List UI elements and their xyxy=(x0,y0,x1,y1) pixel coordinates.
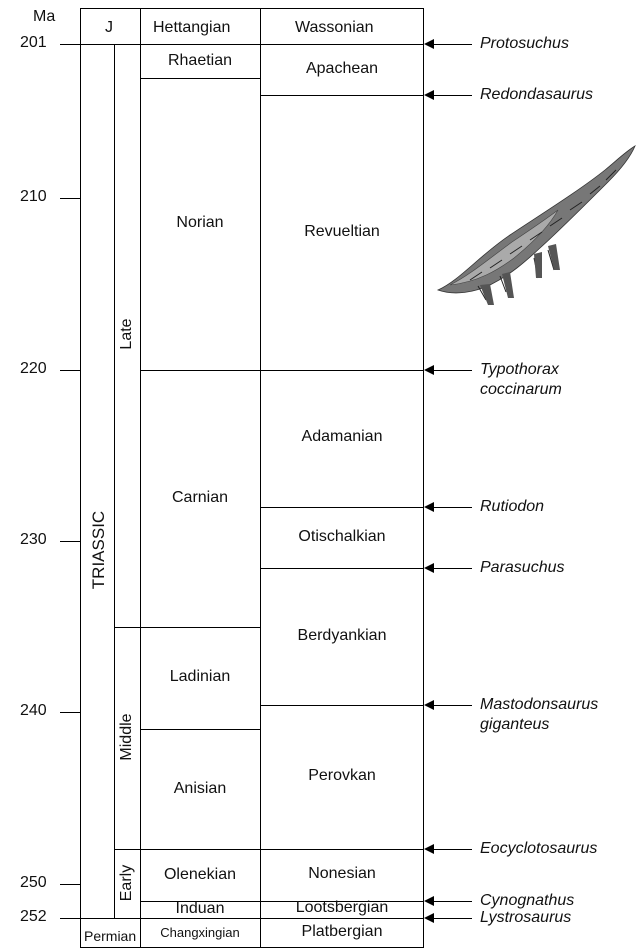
stage-label: Carnian xyxy=(140,489,260,507)
axis-tick-label: 201 xyxy=(20,34,47,52)
stage-label: Olenekian xyxy=(140,866,260,884)
arrowhead-icon xyxy=(424,365,434,375)
lvf-boundary xyxy=(260,849,424,850)
stage-boundary xyxy=(140,370,260,371)
axis-tick-label: 230 xyxy=(20,531,47,549)
arrowhead-icon xyxy=(424,90,434,100)
axis-tick-label: 220 xyxy=(20,360,47,378)
taxon-arrow-line xyxy=(430,918,472,919)
lvf-label: Adamanian xyxy=(260,428,424,446)
jurassic-label: J xyxy=(105,19,113,37)
stage-label: Norian xyxy=(140,214,260,232)
axis-tick-label: 250 xyxy=(20,874,47,892)
lvf-boundary xyxy=(260,705,424,706)
frame-left xyxy=(80,8,81,948)
taxon-label-line: giganteus xyxy=(480,715,598,735)
taxon-arrow-line xyxy=(430,849,472,850)
stage-label: Anisian xyxy=(140,780,260,798)
taxon-label: Eocyclotosaurus xyxy=(480,839,597,859)
frame-bottom xyxy=(80,947,424,948)
axis-tick-label: 210 xyxy=(20,188,47,206)
taxon-arrow-line xyxy=(430,568,472,569)
hettangian-label: Hettangian xyxy=(153,19,230,37)
epoch-divider xyxy=(114,44,115,918)
taxon-label: Rutiodon xyxy=(480,497,544,517)
frame-top xyxy=(80,8,424,9)
stage-label: Rhaetian xyxy=(140,52,260,70)
lvf-label: Berdyankian xyxy=(260,627,424,645)
taxon-label-line: Typothorax xyxy=(480,360,562,380)
taxon-arrow-line xyxy=(430,901,472,902)
arrowhead-icon xyxy=(424,563,434,573)
taxon-label-line: Mastodonsaurus xyxy=(480,695,598,715)
stage-boundary xyxy=(140,78,260,79)
axis-tick xyxy=(60,198,80,199)
axis-unit-label: Ma xyxy=(33,8,55,26)
taxon-arrow-line xyxy=(430,370,472,371)
permian-label: Permian xyxy=(84,928,136,944)
taxon-label: Protosuchus xyxy=(480,34,569,54)
lvf-boundary xyxy=(260,370,424,371)
triassic-label: TRIASSIC xyxy=(89,500,109,600)
taxon-arrow-line xyxy=(430,507,472,508)
arrowhead-icon xyxy=(424,700,434,710)
boundary-201 xyxy=(60,44,424,45)
armored-aetosaur-illustration xyxy=(430,140,639,310)
stage-label: Changxingian xyxy=(140,925,260,940)
arrowhead-icon xyxy=(424,502,434,512)
axis-tick xyxy=(60,712,80,713)
taxon-arrow-line xyxy=(430,705,472,706)
epoch-label: Middle xyxy=(118,697,136,777)
axis-tick xyxy=(60,370,80,371)
stage-label: Ladinian xyxy=(140,668,260,686)
wassonian-label: Wassonian xyxy=(295,19,374,37)
lvf-label: Otischalkian xyxy=(260,528,424,546)
arrowhead-icon xyxy=(424,896,434,906)
axis-tick-label: 252 xyxy=(20,908,47,926)
period-divider xyxy=(140,8,141,948)
boundary-252 xyxy=(60,918,424,919)
lvf-label: Perovkan xyxy=(260,767,424,785)
arrowhead-icon xyxy=(424,39,434,49)
taxon-label: Redondasaurus xyxy=(480,85,593,105)
lvf-boundary xyxy=(260,507,424,508)
taxon-label-line: coccinarum xyxy=(480,380,562,400)
frame-right xyxy=(423,8,424,948)
arrowhead-icon xyxy=(424,913,434,923)
lvf-boundary xyxy=(260,568,424,569)
axis-tick xyxy=(60,884,80,885)
lvf-label: Nonesian xyxy=(260,865,424,883)
lvf-label: Revueltian xyxy=(260,223,424,241)
stage-divider xyxy=(260,8,261,948)
stage-boundary xyxy=(140,849,260,850)
epoch-label: Late xyxy=(118,294,136,374)
taxon-arrow-line xyxy=(430,95,472,96)
taxon-arrow-line xyxy=(430,44,472,45)
taxon-label: Parasuchus xyxy=(480,558,565,578)
stage-label: Induan xyxy=(140,900,260,918)
lvf-label: Lootsbergian xyxy=(260,899,424,917)
lvf-label: Platbergian xyxy=(260,923,424,941)
arrowhead-icon xyxy=(424,844,434,854)
axis-tick xyxy=(60,541,80,542)
stage-boundary xyxy=(140,627,260,628)
lvf-boundary xyxy=(260,95,424,96)
epoch-label: Early xyxy=(118,843,136,923)
lvf-label: Apachean xyxy=(260,60,424,78)
taxon-label: Lystrosaurus xyxy=(480,908,571,928)
axis-tick-label: 240 xyxy=(20,702,47,720)
stage-boundary xyxy=(140,729,260,730)
